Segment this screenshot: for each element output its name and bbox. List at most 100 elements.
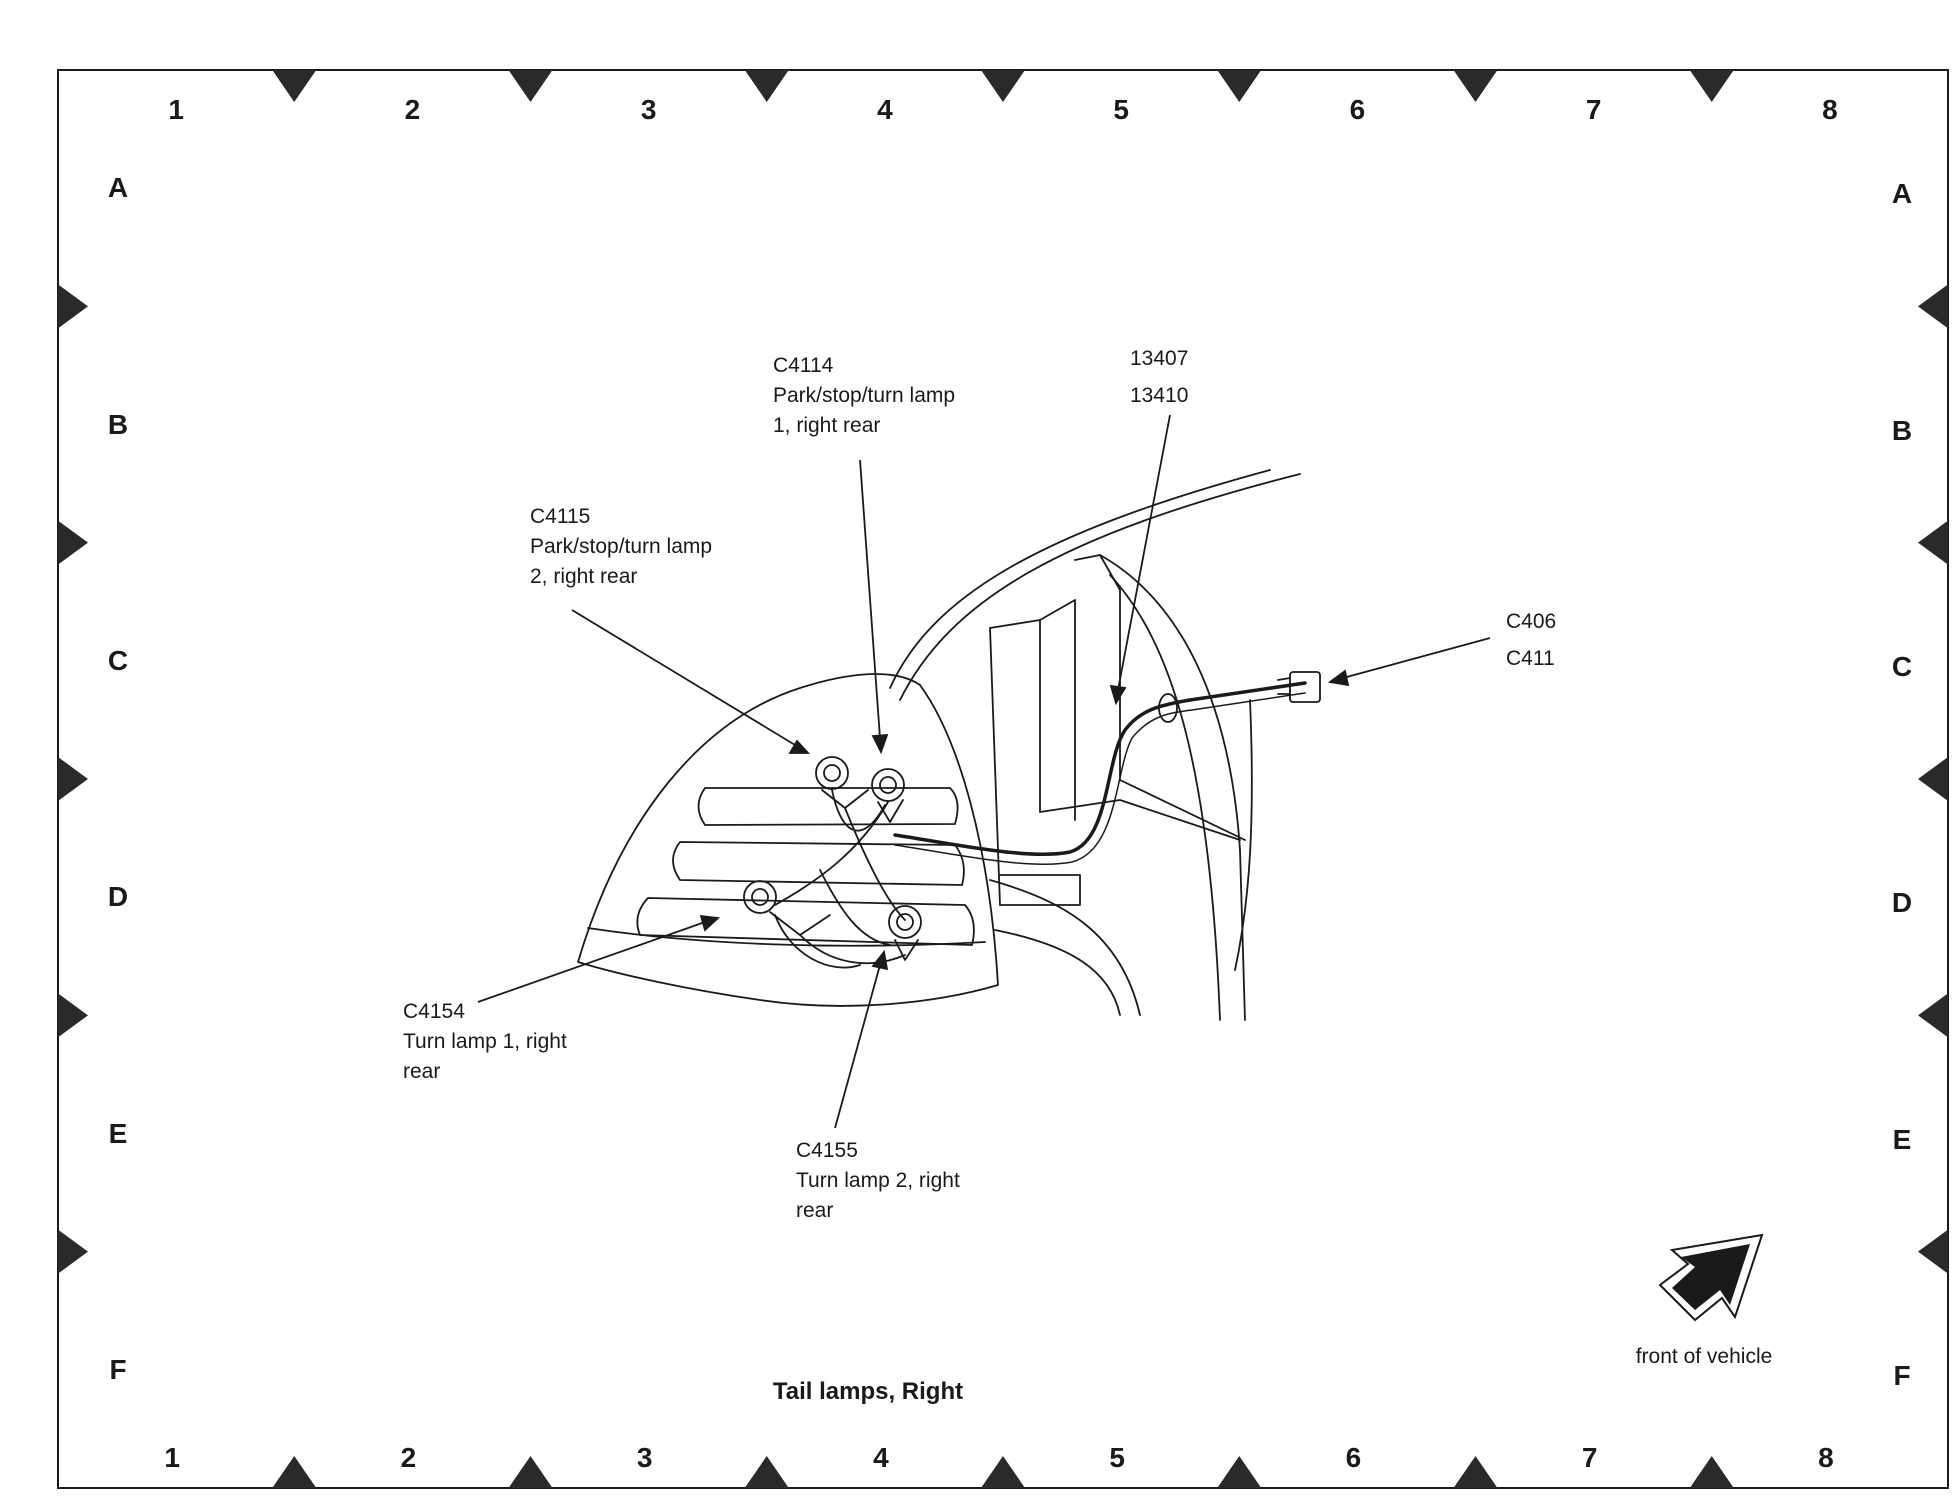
- row-label-right-F: F: [1893, 1359, 1911, 1391]
- row-label-left-B: B: [107, 408, 129, 440]
- inner-panel-3: [1039, 599, 1076, 821]
- socket-c4155: [888, 905, 922, 961]
- leader-c406: [1342, 637, 1491, 679]
- diagram-title: Tail lamps, Right: [772, 1378, 964, 1405]
- marker-bottom-1: [272, 1456, 317, 1488]
- lower-body-curve-2: [994, 929, 1121, 1016]
- callout-harness-line1: 13407: [1130, 347, 1189, 370]
- callout-c4114-line2: 1, right rear: [773, 414, 881, 437]
- marker-left-3: [58, 757, 88, 801]
- column-label-top-8: 8: [1822, 94, 1838, 125]
- marker-right-3: [1918, 757, 1948, 801]
- callout-c4154-line1: Turn lamp 1, right: [403, 1030, 567, 1053]
- row-label-left-E: E: [108, 1117, 128, 1149]
- leader-harness: [1117, 414, 1171, 691]
- column-label-bottom-4: 4: [873, 1442, 889, 1473]
- column-label-bottom-6: 6: [1345, 1442, 1362, 1473]
- marker-top-7: [1689, 70, 1734, 102]
- column-label-top-7: 7: [1585, 94, 1602, 125]
- column-label-top-1: 1: [168, 94, 184, 125]
- panel-bracket: [999, 874, 1081, 906]
- inner-panel-2: [989, 627, 1001, 906]
- marker-bottom-4: [981, 1456, 1025, 1488]
- marker-top-3: [744, 70, 789, 102]
- wiring-harness-inner: [894, 692, 1306, 865]
- callout-harness: 13407 13410: [1130, 340, 1188, 414]
- callout-c4115-line1: Park/stop/turn lamp: [530, 535, 713, 558]
- marker-bottom-6: [1453, 1456, 1498, 1488]
- quarter-panel-curve-2: [899, 473, 1301, 701]
- quarter-panel-curve: [889, 469, 1271, 689]
- marker-top-6: [1453, 70, 1498, 102]
- callout-c4154-id: C4154: [403, 1000, 465, 1023]
- marker-top-4: [981, 70, 1025, 102]
- marker-bottom-7: [1689, 1456, 1734, 1488]
- leader-c4155: [834, 964, 881, 1129]
- callout-c4115: C4115 Park/stop/turn lamp 2, right rear: [530, 502, 712, 592]
- lower-body-curve: [989, 879, 1141, 1016]
- marker-bottom-5: [1217, 1456, 1262, 1488]
- marker-right-1: [1918, 284, 1948, 329]
- callout-harness-line2: 13410: [1130, 384, 1189, 407]
- marker-right-5: [1918, 1229, 1948, 1274]
- front-of-vehicle-label: front of vehicle: [1635, 1345, 1773, 1368]
- bumper-edge: [1234, 699, 1253, 971]
- column-label-bottom-3: 3: [636, 1442, 653, 1473]
- marker-top-2: [508, 70, 553, 102]
- callout-c4115-line2: 2, right rear: [530, 565, 638, 588]
- front-of-vehicle-arrow-icon: [1658, 1233, 1764, 1322]
- callout-c4155-line1: Turn lamp 2, right: [796, 1169, 960, 1192]
- wiring-harness: [893, 681, 1307, 856]
- marker-left-2: [58, 520, 88, 565]
- callout-c4154-line2: rear: [403, 1060, 441, 1083]
- callout-c4155: C4155 Turn lamp 2, right rear: [796, 1136, 960, 1226]
- marker-left-5: [58, 1229, 88, 1274]
- row-label-left-A: A: [107, 172, 129, 204]
- leader-c4115-arrowhead: [788, 739, 811, 754]
- trunk-floor-edge: [1074, 554, 1246, 841]
- callout-c4114-line1: Park/stop/turn lamp: [773, 384, 956, 407]
- column-label-top-5: 5: [1113, 94, 1129, 125]
- row-label-right-D: D: [1891, 887, 1913, 919]
- column-label-bottom-7: 7: [1581, 1442, 1598, 1473]
- trunk-opening: [1099, 554, 1246, 1021]
- row-label-right-B: B: [1891, 414, 1913, 446]
- column-label-top-3: 3: [640, 94, 657, 125]
- inner-panel: [989, 619, 1241, 841]
- column-label-top-4: 4: [877, 94, 893, 125]
- column-label-top-2: 2: [404, 94, 421, 125]
- lamp-lens-outline: [577, 673, 999, 1007]
- leader-c4114: [859, 459, 881, 739]
- marker-top-1: [272, 70, 317, 102]
- column-label-bottom-5: 5: [1109, 1442, 1125, 1473]
- harness-connector: [1289, 671, 1321, 703]
- socket-wires-2: [774, 869, 891, 969]
- marker-left-1: [58, 284, 88, 329]
- marker-top-5: [1217, 70, 1262, 102]
- leader-c4155-arrowhead: [871, 949, 889, 971]
- socket-c4114: [871, 768, 905, 823]
- leader-c4154-arrowhead: [699, 914, 721, 932]
- harness-connector-tail: [1277, 677, 1291, 695]
- column-label-bottom-8: 8: [1818, 1442, 1834, 1473]
- marker-left-4: [58, 993, 88, 1038]
- lamp-segment-3: [636, 897, 975, 946]
- marker-bottom-2: [508, 1456, 553, 1488]
- leader-c4154: [477, 921, 706, 1003]
- socket-c4115: [815, 756, 869, 809]
- leader-c4115: [571, 609, 801, 749]
- leader-c4114-arrowhead: [871, 734, 889, 755]
- harness-grommet: [1158, 693, 1178, 723]
- row-label-left-D: D: [107, 881, 129, 913]
- row-label-right-E: E: [1892, 1123, 1912, 1155]
- column-label-bottom-1: 1: [164, 1442, 180, 1473]
- callout-c4155-id: C4155: [796, 1139, 858, 1162]
- column-label-top-6: 6: [1349, 94, 1366, 125]
- socket-c4154: [743, 880, 831, 936]
- leader-lines: [477, 414, 1491, 1129]
- callout-c406-line1: C406: [1506, 610, 1557, 633]
- row-label-left-C: C: [107, 644, 129, 676]
- leader-c406-arrowhead: [1327, 669, 1350, 687]
